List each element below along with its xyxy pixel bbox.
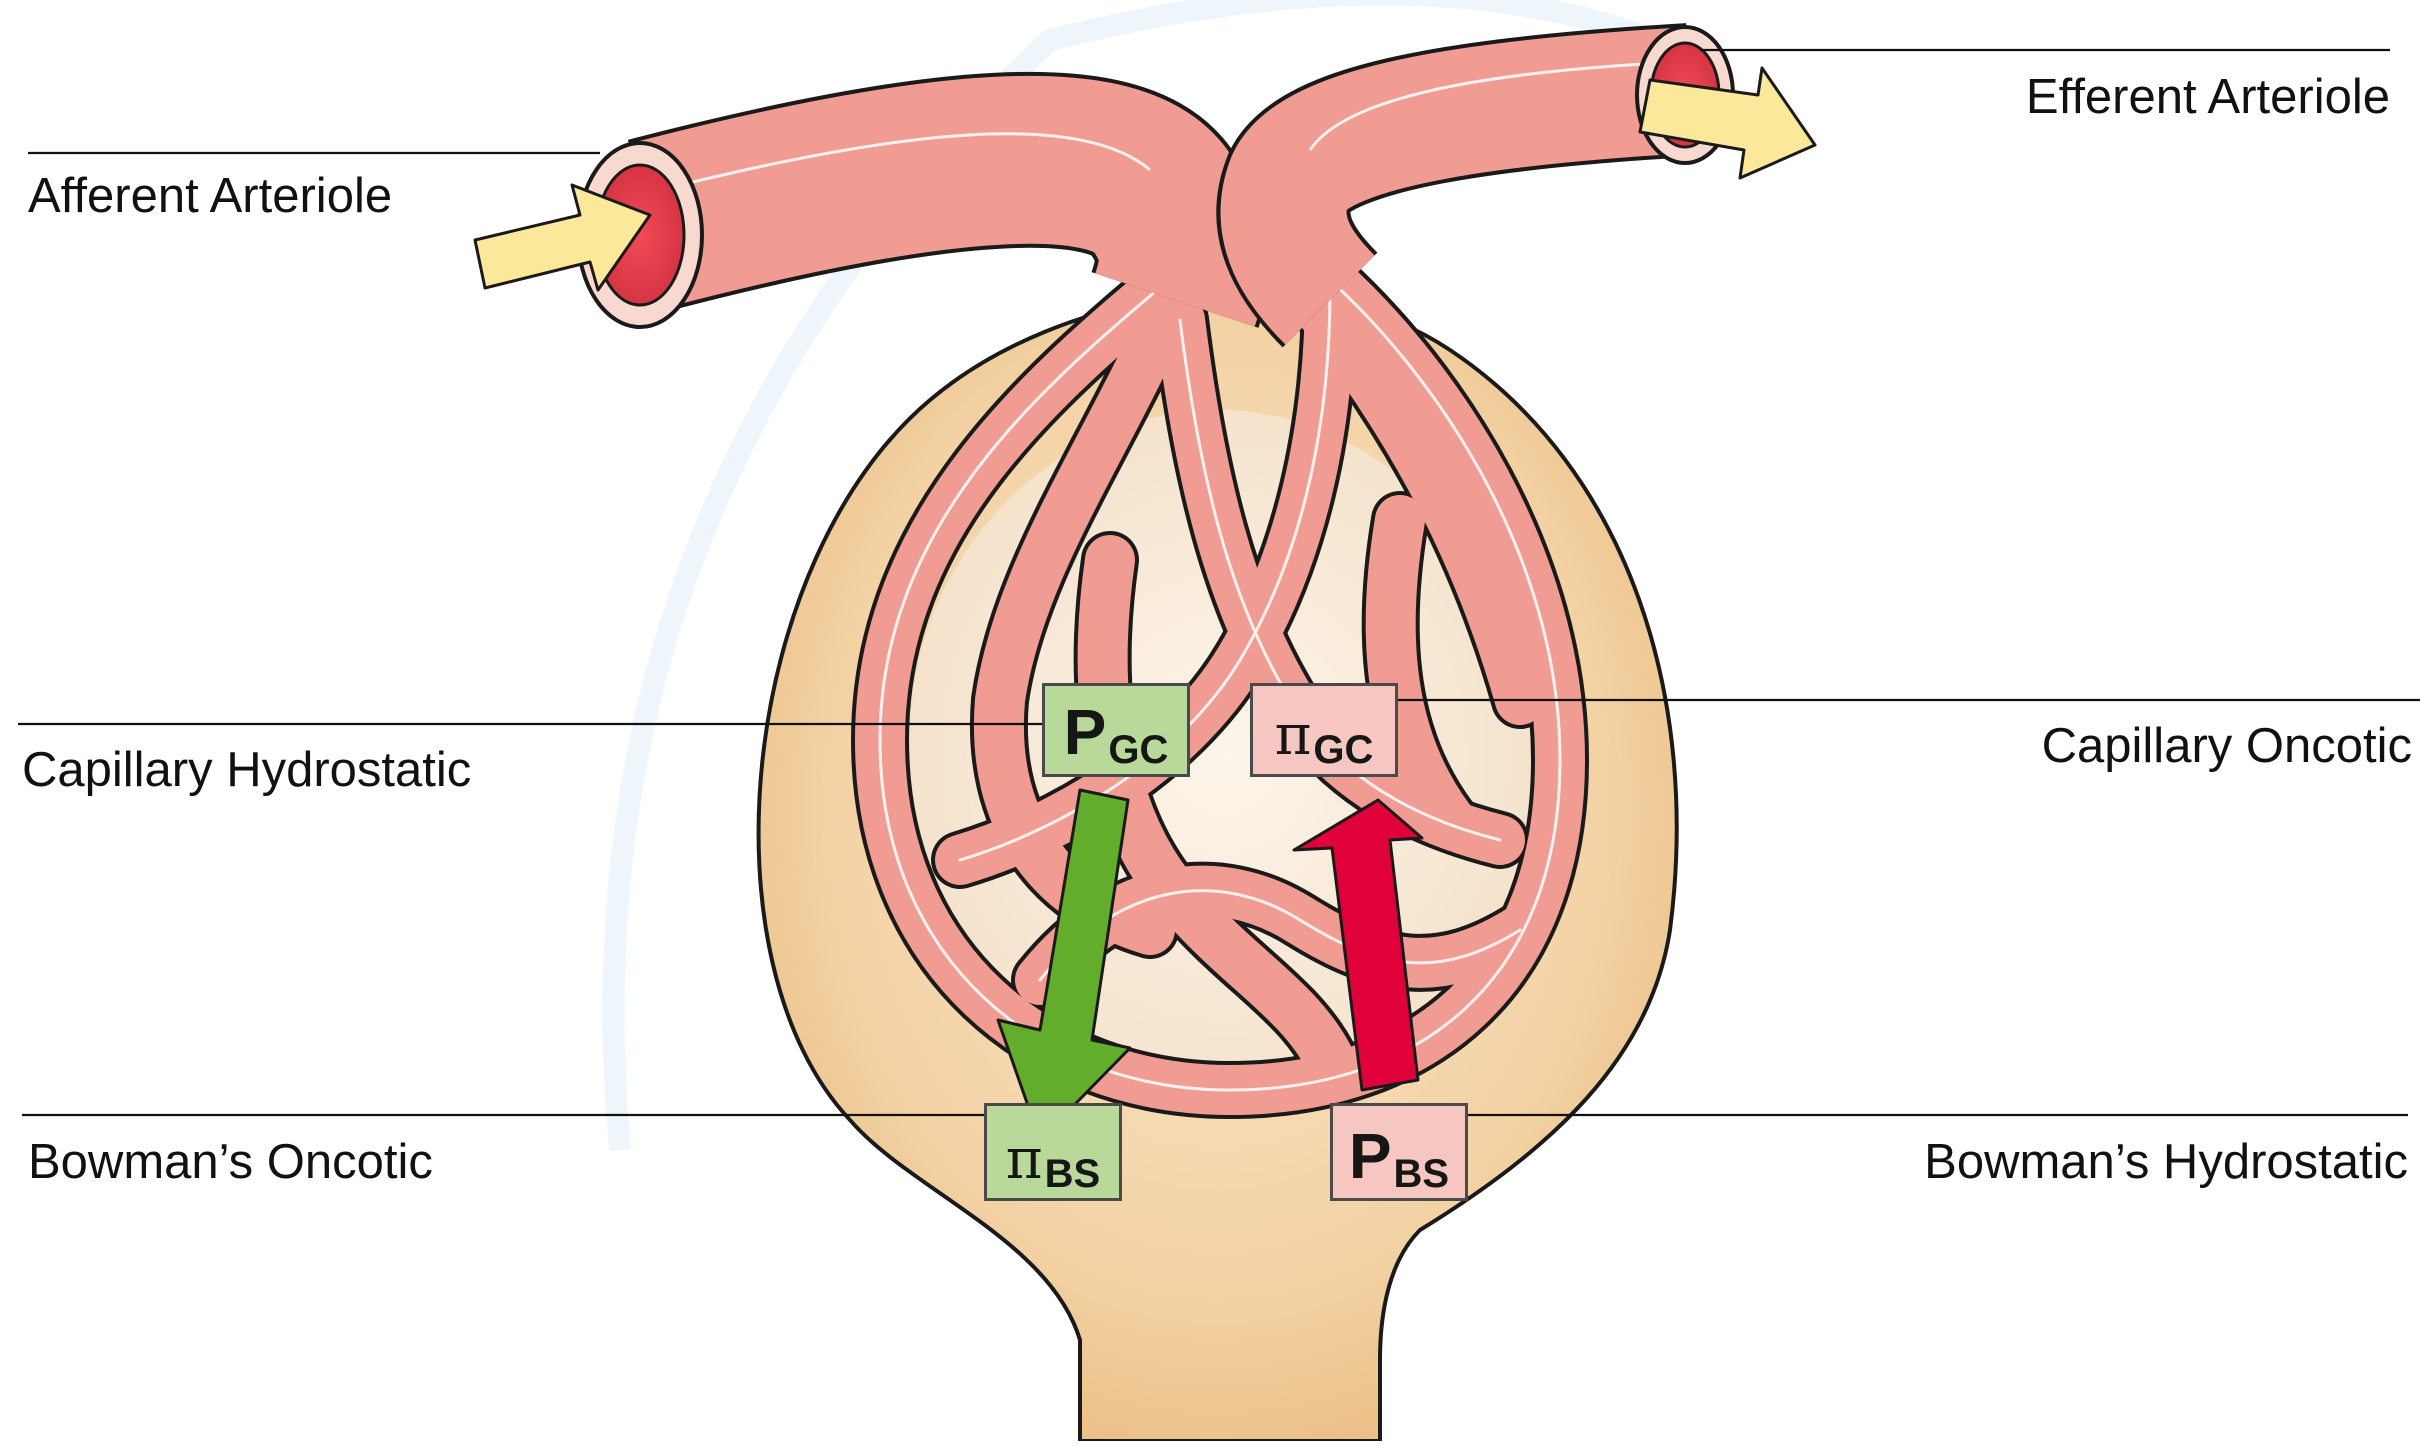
pgc-subscript: GC xyxy=(1108,730,1168,770)
bowmans-hydrostatic-label: Bowman’s Hydrostatic xyxy=(1924,1138,2408,1187)
pigc-symbol: π xyxy=(1275,708,1312,764)
capillary-hydrostatic-label: Capillary Hydrostatic xyxy=(22,746,471,795)
pibs-subscript: BS xyxy=(1045,1154,1101,1194)
pbs-symbol: P xyxy=(1349,1124,1392,1188)
efferent-arteriole xyxy=(1284,62,1690,300)
capillary-oncotic-label: Capillary Oncotic xyxy=(2042,722,2412,771)
afferent-arteriole-label: Afferent Arteriole xyxy=(28,172,392,221)
pibs-symbol: π xyxy=(1006,1132,1043,1188)
pgc-symbol: P xyxy=(1064,700,1107,764)
pigc-subscript: GC xyxy=(1313,730,1373,770)
pbs-subscript: BS xyxy=(1394,1154,1450,1194)
efferent-arteriole-label: Efferent Arteriole xyxy=(2026,73,2390,122)
afferent-arteriole xyxy=(650,134,1183,300)
bowmans-oncotic-label: Bowman’s Oncotic xyxy=(28,1138,433,1187)
